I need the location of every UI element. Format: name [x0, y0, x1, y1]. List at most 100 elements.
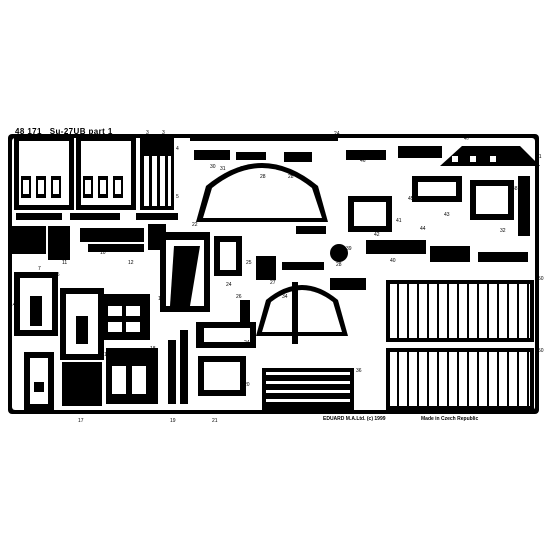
part-label: 27: [270, 280, 276, 286]
part-label: 1: [22, 214, 25, 220]
part-label: 8: [14, 240, 17, 246]
panel-part-1: [14, 136, 74, 210]
part-label: 12: [128, 260, 134, 266]
grille-lower: [386, 348, 534, 410]
canopy-frame-lower: [256, 282, 348, 344]
part-label: 31: [220, 166, 226, 172]
part-label: 31: [536, 154, 542, 160]
part-label: 9: [136, 236, 139, 242]
grille-slat: [397, 284, 399, 338]
part-label: 19: [170, 418, 176, 424]
grille-slat: [417, 284, 419, 338]
part-label: 41: [396, 218, 402, 224]
part-label: 39: [346, 246, 352, 252]
part-label: 50: [538, 348, 544, 354]
part-label: 13: [158, 296, 164, 302]
grille-slat: [437, 352, 439, 406]
kit-title: Su-27UB part 1: [49, 127, 113, 136]
grille-slat: [457, 352, 459, 406]
grille-slat: [427, 352, 429, 406]
part-label: 28: [260, 174, 266, 180]
part-label: 45: [408, 196, 414, 202]
copyright-text: EDUARD M.A.Ltd. (c) 1999: [323, 416, 386, 422]
part-label: 26: [236, 294, 242, 300]
grille-slat: [427, 284, 429, 338]
canopy-frame-upper: [196, 163, 328, 222]
belt-strips: [262, 368, 354, 410]
grille-slat: [397, 352, 399, 406]
part-label: 44: [420, 226, 426, 232]
grille-slat: [407, 352, 409, 406]
part-label: 2: [100, 214, 103, 220]
part-label: 23: [244, 310, 250, 316]
part-label: 5: [176, 194, 179, 200]
part-number-labels: 1 2 3 3 4 5 22 24 35 46 47 31 48 49 50 5…: [10, 130, 544, 424]
part-label: 14: [10, 302, 16, 308]
grille-slat: [457, 284, 459, 338]
part-label: 30: [210, 164, 216, 170]
grille-slat: [467, 352, 469, 406]
part-label: 20: [244, 382, 250, 388]
grille-slat: [487, 284, 489, 338]
part-label: 11: [62, 260, 67, 266]
part-label: 46: [360, 158, 366, 164]
rods-top: [190, 138, 442, 162]
grille-slat: [437, 284, 439, 338]
grille-slat: [527, 352, 529, 406]
part-label: 24: [182, 254, 188, 260]
grille-slat: [407, 284, 409, 338]
part-label: 47: [464, 136, 470, 142]
left-lower-parts: [14, 272, 150, 360]
part-label: 3: [162, 130, 165, 136]
part-label: 18: [150, 346, 156, 352]
part-label: 24: [226, 282, 232, 288]
part-label: 40: [390, 258, 396, 264]
origin-text: Made in Czech Republic: [421, 416, 479, 422]
grille-slat: [517, 352, 519, 406]
grille-slat: [507, 284, 509, 338]
slanted-panel: [170, 246, 200, 306]
part-label: 38: [316, 218, 322, 224]
part-label: 32: [500, 228, 506, 234]
part-label: 3: [146, 130, 149, 136]
grille-slat: [417, 352, 419, 406]
grille-slat: [467, 284, 469, 338]
part-label: 17: [78, 418, 84, 424]
grille-upper: [386, 280, 534, 342]
part-label: 21: [212, 418, 218, 424]
grille-slat: [497, 352, 499, 406]
grille-slat: [507, 352, 509, 406]
grille-slat: [447, 352, 449, 406]
grille-slat: [527, 284, 529, 338]
grille-slats: [397, 284, 529, 406]
grille-slat: [487, 352, 489, 406]
part-label: 22: [192, 222, 198, 228]
part-label: 49: [510, 254, 516, 260]
grille-slat: [447, 284, 449, 338]
fret-title: 48 171 Su-27UB part 1: [15, 128, 113, 136]
product-code: 48 171: [15, 127, 42, 136]
part-label: 28: [288, 174, 294, 180]
harness-cutouts: [204, 328, 250, 390]
part-label: 25: [246, 260, 252, 266]
part-label: 50: [538, 276, 544, 282]
part-label: 16: [104, 352, 110, 358]
part-label: 36: [246, 410, 252, 416]
panel-part-3: [140, 136, 174, 210]
panel-part-2: [76, 136, 136, 210]
part-label: 48: [512, 186, 518, 192]
part-label: 34: [282, 294, 288, 300]
part-label: 15: [54, 272, 60, 278]
small-parts-row: [12, 213, 178, 260]
bottom-left-boxes: [24, 348, 158, 410]
part-label: 10: [100, 250, 106, 256]
grille-slat: [497, 284, 499, 338]
part-label: 42: [374, 232, 380, 238]
grille-slat: [517, 284, 519, 338]
part-label: 7: [38, 266, 41, 272]
part-label: 24: [334, 131, 340, 137]
part-label: 43: [444, 212, 450, 218]
part-label: 4: [176, 146, 179, 152]
part-label: 28: [336, 262, 342, 268]
